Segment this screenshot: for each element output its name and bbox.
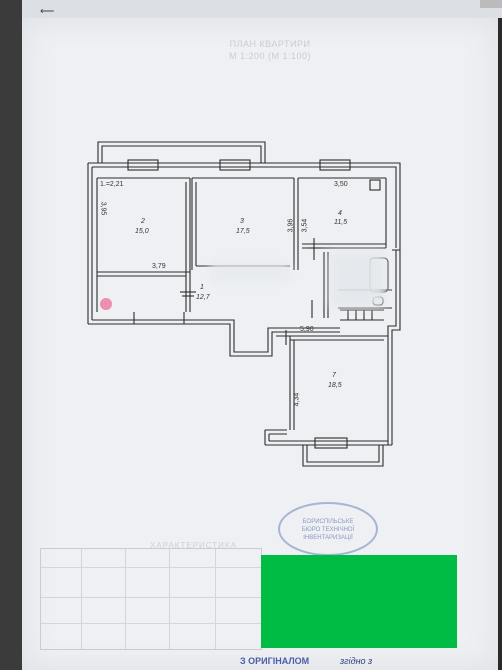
table-row <box>41 623 261 624</box>
room-4-area: 11,5 <box>334 219 348 226</box>
arrow-icon: ⟵ <box>40 6 55 17</box>
retouch-blur-corridor <box>210 262 290 282</box>
room-3-number: 3 <box>240 218 244 225</box>
plan-title-line1: ПЛАН КВАРТИРИ <box>229 39 311 49</box>
dim-room4-height: 3,54 <box>301 218 309 233</box>
room-2-area: 15,0 <box>135 228 149 235</box>
original-note: З ОРИГІНАЛОМ <box>240 656 310 666</box>
dim-top-left: 1.=2,21 <box>100 181 124 188</box>
dim-room4-width: 3,50 <box>334 181 348 188</box>
table-col <box>125 549 126 649</box>
top-edge <box>0 0 502 18</box>
room-7-area: 18,5 <box>328 382 342 389</box>
room-4-number: 4 <box>338 210 342 217</box>
redaction-box <box>261 555 457 648</box>
room-2-number: 2 <box>141 218 145 225</box>
characteristics-table <box>40 548 262 650</box>
left-edge <box>0 0 22 670</box>
dim-mid-height: 3,96 <box>287 218 295 233</box>
table-col <box>169 549 170 649</box>
dim-left-height: 3,95 <box>99 201 107 216</box>
stamp-line2: БЮРО ТЕХНІЧНОЇ <box>301 527 355 533</box>
room-1-number: 1 <box>200 284 204 291</box>
bti-stamp: БОРИСПІЛЬСЬКЕ БЮРО ТЕХНІЧНОЇ ІНВЕНТАРИЗА… <box>278 502 378 556</box>
marker-dot <box>100 298 112 310</box>
dim-room7-height: 4,34 <box>293 392 301 407</box>
dim-corridor-width: 3,79 <box>152 263 166 270</box>
dim-bath-width: 5,90 <box>300 326 314 333</box>
retouch-blur-bath <box>330 252 385 307</box>
room-1-area: 12,7 <box>196 294 210 301</box>
corner-mark <box>480 0 502 8</box>
room-3-area: 17,5 <box>236 228 250 235</box>
signature: згідно з <box>340 656 373 666</box>
table-title: ХАРАКТЕРИСТИКА <box>150 541 237 550</box>
table-row <box>41 567 261 568</box>
stamp-line3: ІНВЕНТАРИЗАЦІЇ <box>303 535 353 541</box>
table-col <box>215 549 216 649</box>
room-7-number: 7 <box>332 372 336 379</box>
stamp-line1: БОРИСПІЛЬСЬКЕ <box>302 519 354 525</box>
plan-title: ПЛАН КВАРТИРИ М 1:200 (М 1:100) <box>200 38 340 62</box>
table-col <box>81 549 82 649</box>
plan-title-line2: М 1:200 (М 1:100) <box>228 51 312 61</box>
table-row <box>41 597 261 598</box>
